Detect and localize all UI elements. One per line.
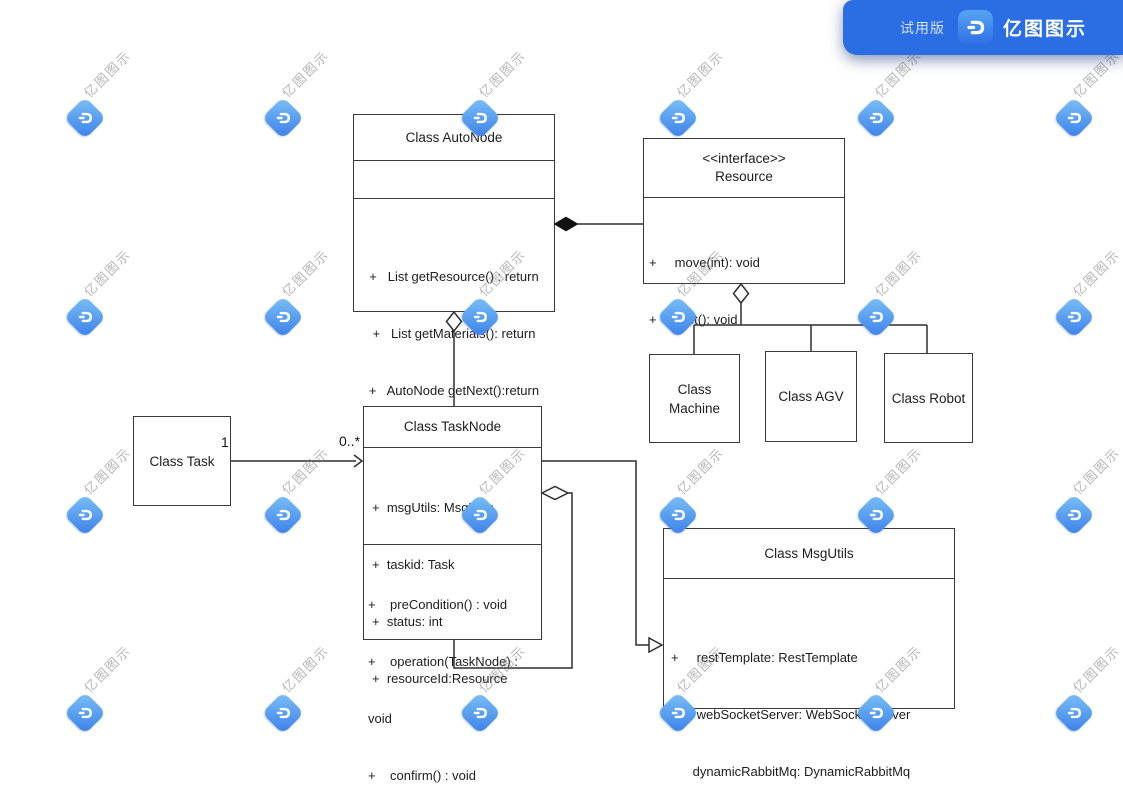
watermark-logo-icon [1052, 691, 1096, 735]
class-box-agv[interactable]: Class AGV [765, 351, 857, 442]
class-title: Class AGV [778, 389, 844, 404]
watermark-logo-icon [261, 691, 305, 735]
attribute-line: + msgUtils: MsgUtils [372, 500, 494, 515]
watermark-text: 亿图图示 [80, 47, 135, 101]
watermark-logo-icon [261, 96, 305, 140]
method-line: + List getResource() : return [369, 269, 539, 284]
watermark-logo-icon [1052, 295, 1096, 339]
method-line: + confirm() : void [368, 768, 476, 783]
hollow-arrowhead-icon [648, 636, 664, 654]
watermark-logo-icon [854, 295, 898, 339]
class-box-machine[interactable]: Class Machine [649, 354, 740, 443]
class-box-autonode[interactable]: Class AutoNode + List getResource() : re… [353, 114, 555, 398]
interface-box-resource[interactable]: <<interface>> Resource + move(int): void… [643, 138, 845, 327]
watermark-text: 亿图图示 [1069, 47, 1123, 101]
association-tasknode-msgutils [542, 460, 649, 646]
attribute-line: + restTemplate: RestTemplate [671, 650, 858, 665]
composition-diamond-icon [553, 216, 579, 232]
watermark-text: 亿图图示 [871, 246, 926, 300]
multiplicity-label-many: 0..* [339, 433, 361, 449]
watermark-logo-icon [63, 691, 107, 735]
open-arrowhead-icon [353, 454, 364, 468]
method-line: + List getMaterials(): return [372, 326, 536, 341]
class-title: Class AutoNode [405, 129, 503, 145]
watermark-logo-icon [63, 295, 107, 339]
watermark-text: 亿图图示 [80, 444, 135, 498]
watermark-text: 亿图图示 [278, 642, 333, 696]
watermark-text: 亿图图示 [871, 47, 926, 101]
watermark-logo-icon [261, 493, 305, 537]
watermark-logo-icon [261, 295, 305, 339]
watermark-logo-icon [1052, 493, 1096, 537]
method-line: + wait(): void [649, 312, 738, 327]
interface-name: Resource [715, 169, 773, 184]
attribute-line: + resourceId:Resource [372, 671, 508, 686]
class-box-msgutils[interactable]: Class MsgUtils + restTemplate: RestTempl… [663, 528, 955, 779]
watermark-text: 亿图图示 [673, 444, 728, 498]
class-box-tasknode[interactable]: Class TaskNode + msgUtils: MsgUtils + ta… [363, 406, 542, 783]
attributes-compartment: + msgUtils: MsgUtils + taskid: Task + st… [364, 447, 541, 686]
class-title: Class MsgUtils [764, 545, 854, 561]
class-title: Class [677, 381, 712, 397]
watermark-text: 亿图图示 [871, 444, 926, 498]
watermark-logo-icon [854, 96, 898, 140]
interface-title: <<interface>> Resource [644, 139, 844, 197]
watermark-text: 亿图图示 [673, 47, 728, 101]
attributes-compartment [354, 160, 554, 198]
method-line: + move(int): void [649, 255, 760, 270]
trial-version-label: 试用版 [900, 19, 945, 36]
multiplicity-label-one: 1 [221, 434, 229, 450]
watermark-text: 亿图图示 [1069, 246, 1123, 300]
watermark-text: 亿图图示 [80, 642, 135, 696]
method-line: void [368, 711, 392, 726]
class-title: Class Robot [891, 390, 966, 406]
watermark-text: 亿图图示 [1069, 444, 1123, 498]
attribute-line: + webSocketServer: WebSocketServer [671, 707, 911, 722]
watermark-text: 亿图图示 [475, 47, 530, 101]
method-line: + preCondition() : void [368, 597, 508, 612]
watermark-text: 亿图图示 [278, 444, 333, 498]
class-title: Class Task [149, 453, 215, 469]
attribute-line: + status: int [372, 614, 443, 629]
method-line: + AutoNode getNext():return [368, 383, 540, 398]
edraw-logo-glyph [967, 20, 985, 35]
methods-compartment: + move(int): void + wait(): void [644, 197, 844, 327]
watermark-text: 亿图图示 [278, 47, 333, 101]
edraw-logo-icon [958, 10, 993, 45]
methods-compartment: + List getResource() : return + List get… [354, 198, 554, 398]
attributes-compartment: + restTemplate: RestTemplate + webSocket… [664, 578, 954, 779]
class-title: Class TaskNode [403, 419, 502, 434]
class-box-robot[interactable]: Class Robot [884, 353, 973, 443]
watermark-logo-icon [63, 96, 107, 140]
watermark-logo-icon [656, 96, 700, 140]
watermark-text: 亿图图示 [1069, 642, 1123, 696]
class-box-task[interactable]: Class Task [133, 416, 231, 506]
watermark-logo-icon [63, 493, 107, 537]
stereotype-label: <<interface>> [702, 151, 786, 166]
method-line: + operation(TaskNode) : [368, 654, 518, 669]
attribute-line: + taskid: Task [372, 557, 455, 572]
aggregation-diamond-icon [540, 485, 570, 501]
class-title: Machine [668, 400, 721, 416]
watermark-text: 亿图图示 [278, 246, 333, 300]
trial-badge: 试用版 亿图图示 [843, 0, 1123, 55]
brand-name: 亿图图示 [1003, 19, 1088, 40]
watermark-text: 亿图图示 [80, 246, 135, 300]
watermark-logo-icon [1052, 96, 1096, 140]
attribute-line: dynamicRabbitMq: DynamicRabbitMq [671, 764, 911, 779]
